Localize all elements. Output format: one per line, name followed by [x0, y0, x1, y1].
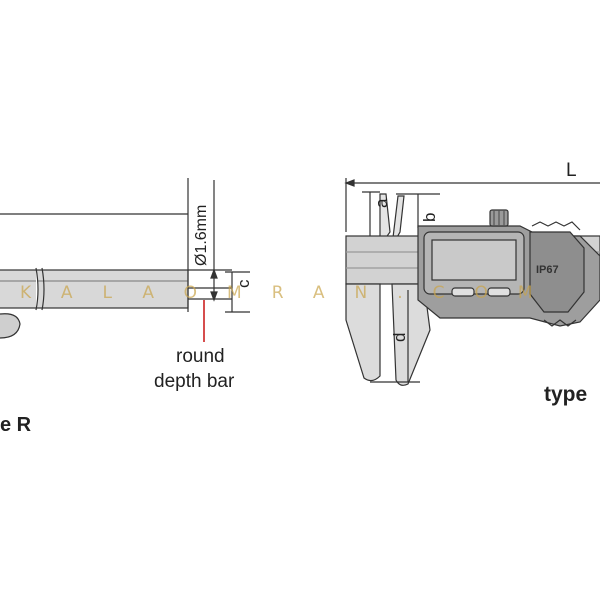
- phi-arrow-up: [210, 268, 218, 279]
- phi-arrow-down: [210, 291, 218, 302]
- knurl-bottom: [543, 319, 577, 327]
- a-label: a: [372, 198, 391, 208]
- beam-body: [0, 269, 189, 309]
- break-mark: [35, 267, 39, 311]
- L-arrow-left: [344, 179, 355, 187]
- upper-jaw-slide: [391, 195, 405, 247]
- type-label: type: [544, 383, 588, 406]
- lcd-display: [431, 239, 517, 281]
- b-label: b: [420, 212, 439, 222]
- zero-button: [451, 287, 475, 297]
- d-label: d: [390, 332, 409, 342]
- right-caliper-drawing: [344, 178, 600, 386]
- knob: [0, 313, 21, 339]
- upper-jaw-fixed: [379, 193, 391, 248]
- type-r-label: e R: [0, 414, 32, 436]
- knurl-top: [531, 221, 581, 231]
- lower-jaw-slide: [391, 283, 431, 386]
- ip67-label: IP67: [536, 264, 559, 276]
- ip67-plate: [529, 231, 585, 313]
- round-label: round: [176, 346, 225, 367]
- phi-label: Ø1.6mm: [193, 204, 210, 266]
- left-caliper-drawing: [0, 178, 250, 342]
- mode-button: [487, 287, 511, 297]
- watermark: KALAOMRAN.COM: [20, 283, 563, 303]
- break-mark-2: [41, 267, 45, 311]
- depth-bar-label: depth bar: [154, 371, 235, 392]
- L-label: L: [566, 160, 577, 181]
- lower-jaw-fixed: [345, 283, 381, 382]
